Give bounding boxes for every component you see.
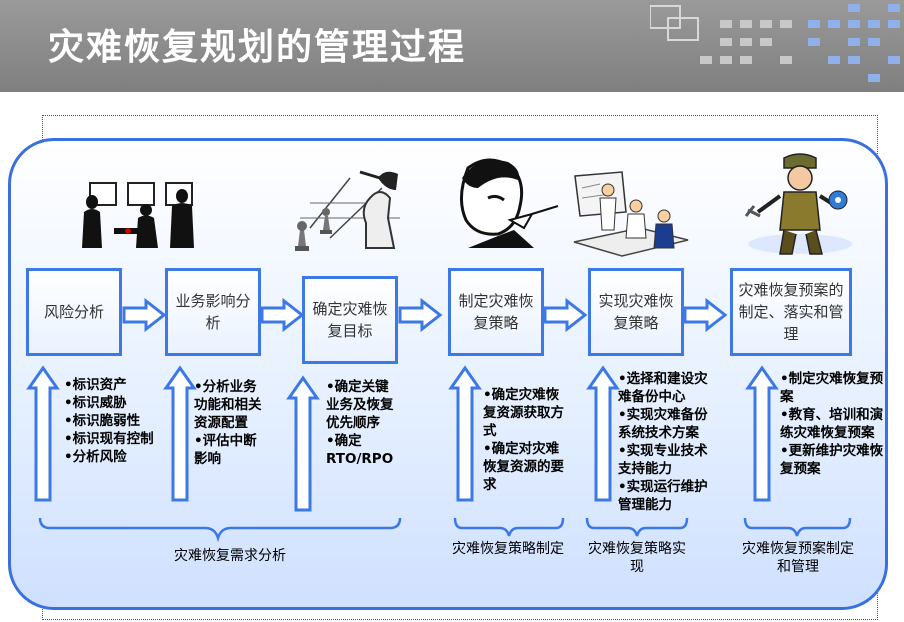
- bullet-item: •评估中断影响: [194, 433, 257, 467]
- stage-risk-analysis: 风险分析: [26, 268, 122, 356]
- bullets-recovery-plan: •制定灾难恢复预案 •教育、培训和演练灾难恢复预案 •更新维护灾难恢复预案: [780, 370, 884, 478]
- group-label-implementation: 灾难恢复策略实现: [588, 541, 686, 575]
- worker-icon: [744, 153, 852, 255]
- process-panel: [8, 138, 888, 610]
- bullets-business-impact: •分析业务功能和相关资源配置 •评估中断影响: [194, 378, 266, 468]
- stage-recovery-strategy: 制定灾难恢复策略: [448, 268, 544, 356]
- bullet-item: •分析业务功能和相关资源配置: [194, 379, 262, 431]
- meeting-icon: [82, 182, 194, 248]
- stage-strategy-implementation: 实现灾难恢复策略: [588, 268, 684, 356]
- group-label-requirements: 灾难恢复需求分析: [174, 548, 286, 564]
- chess-icon: [295, 170, 400, 251]
- stage-recovery-plan: 灾难恢复预案的制定、落实和管理: [730, 268, 852, 356]
- up-arrow-5: [587, 366, 619, 502]
- bullet-item: •分析风险: [64, 449, 127, 465]
- presentation-icon: [573, 171, 689, 257]
- bullet-item: •选择和建设灾难备份中心: [618, 371, 708, 405]
- bullet-item: •确定灾难恢复资源获取方式: [483, 387, 564, 439]
- up-arrow-6: [746, 366, 778, 502]
- bullets-risk-analysis: •标识资产 •标识威胁 •标识脆弱性 •标识现有控制 •分析风险: [64, 376, 160, 466]
- up-arrow-1: [27, 366, 59, 502]
- bullet-item: •更新维护灾难恢复预案: [780, 443, 884, 477]
- bullet-item: •制定灾难恢复预案: [780, 371, 884, 405]
- thinker-icon: [460, 158, 559, 248]
- bullets-recovery-objectives: •确定关键业务及恢复优先顺序 •确定RTO/RPO: [326, 378, 398, 468]
- group-braces: [38, 517, 852, 543]
- up-arrow-3: [287, 376, 319, 512]
- group-label-strategy: 灾难恢复策略制定: [452, 541, 564, 557]
- flow-arrow-1: [122, 299, 166, 331]
- decorative-squares-icon: [650, 4, 900, 82]
- bullet-item: •标识脆弱性: [64, 413, 141, 429]
- bullet-item: •实现运行维护管理能力: [618, 479, 708, 513]
- flow-arrow-3: [398, 299, 442, 331]
- group-label-plan: 灾难恢复预案制定和管理: [742, 541, 854, 575]
- header-bar: 灾难恢复规划的管理过程: [0, 0, 904, 92]
- stage-recovery-objectives: 确定灾难恢复目标: [302, 276, 398, 364]
- bullet-item: •实现专业技术支持能力: [618, 443, 708, 477]
- stage-business-impact-analysis: 业务影响分析: [165, 268, 261, 356]
- bullet-item: •实现灾难备份系统技术方案: [618, 407, 708, 441]
- flow-arrow-4: [543, 299, 587, 331]
- bullet-item: •标识资产: [64, 377, 127, 393]
- bullet-item: •确定RTO/RPO: [326, 433, 394, 467]
- bullets-recovery-strategy: •确定灾难恢复资源获取方式 •确定对灾难恢复资源的要求: [483, 386, 569, 494]
- bullet-item: •确定对灾难恢复资源的要求: [483, 441, 564, 493]
- bullet-item: •确定关键业务及恢复优先顺序: [326, 379, 394, 431]
- flow-arrow-5: [683, 299, 727, 331]
- page-title: 灾难恢复规划的管理过程: [48, 27, 467, 68]
- bullet-item: •教育、培训和演练灾难恢复预案: [780, 407, 884, 441]
- bullets-strategy-implementation: •选择和建设灾难备份中心 •实现灾难备份系统技术方案 •实现专业技术支持能力 •…: [618, 370, 720, 514]
- bullet-item: •标识现有控制: [64, 431, 154, 447]
- bullet-item: •标识威胁: [64, 395, 127, 411]
- flow-arrow-2: [260, 299, 304, 331]
- up-arrow-2: [164, 366, 196, 502]
- up-arrow-4: [449, 366, 481, 502]
